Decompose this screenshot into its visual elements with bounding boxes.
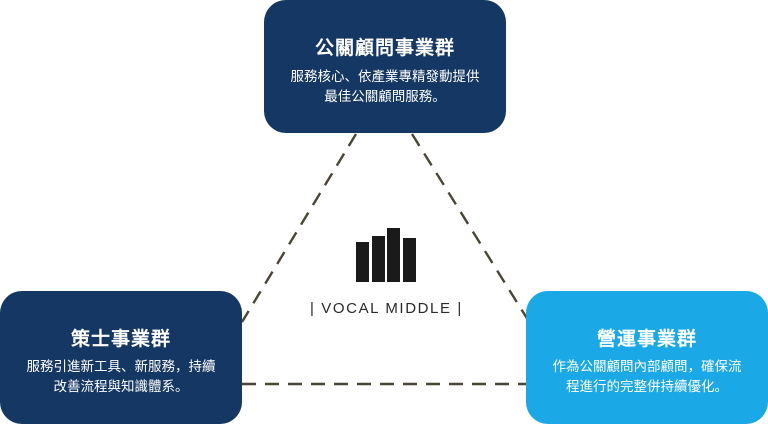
logo-wordmark: | VOCAL MIDDLE | bbox=[310, 300, 463, 317]
logo-mark-icon bbox=[356, 228, 416, 282]
node-description: 服務核心、依產業專精發動提供 最佳公關顧問服務。 bbox=[276, 67, 494, 107]
node-description: 作為公關顧問內部顧問，確保流 程進行的完整併持續優化。 bbox=[538, 357, 756, 397]
node-description-line: 最佳公關顧問服務。 bbox=[324, 89, 446, 105]
vocal-middle-logo: | VOCAL MIDDLE | bbox=[310, 228, 463, 328]
node-description-line: 改善流程與知識體系。 bbox=[53, 379, 189, 395]
node-description-line: 服務引進新工具、新服務，持續 bbox=[26, 359, 216, 375]
node-title: 策士事業群 bbox=[70, 328, 171, 350]
node-title: 公關顧問事業群 bbox=[314, 37, 455, 59]
node-pr-consulting-group: 公關顧問事業群 服務核心、依產業專精發動提供 最佳公關顧問服務。 bbox=[264, 0, 506, 133]
connector-top-left bbox=[240, 133, 358, 323]
node-strategist-group: 策士事業群 服務引進新工具、新服務，持續 改善流程與知識體系。 bbox=[0, 291, 242, 424]
node-description-line: 服務核心、依產業專精發動提供 bbox=[290, 69, 480, 85]
node-description-line: 作為公關顧問內部顧問，確保流 bbox=[552, 359, 742, 375]
node-operations-group: 營運事業群 作為公關顧問內部顧問，確保流 程進行的完整併持續優化。 bbox=[526, 291, 768, 424]
node-title: 營運事業群 bbox=[596, 328, 697, 350]
node-description-line: 程進行的完整併持續優化。 bbox=[566, 379, 728, 395]
node-description: 服務引進新工具、新服務，持續 改善流程與知識體系。 bbox=[12, 357, 230, 397]
connector-top-right bbox=[410, 133, 530, 321]
